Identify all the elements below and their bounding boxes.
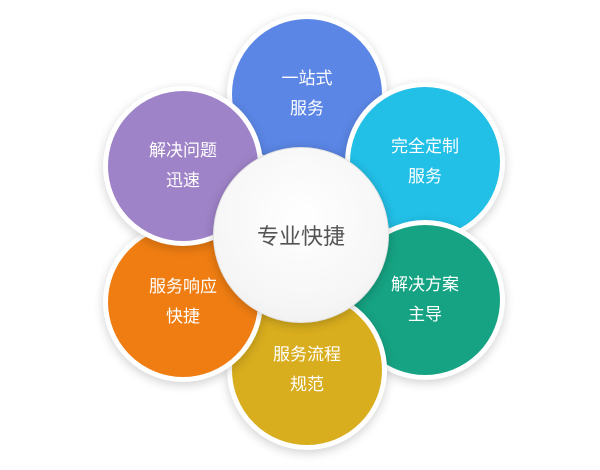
petal-line-1: 完全定制 <box>391 137 459 157</box>
petal-line-2: 主导 <box>408 305 442 325</box>
petal-line-1: 服务响应 <box>149 277 217 297</box>
petal-line-2: 迅速 <box>166 171 200 191</box>
petal-line-2: 服务 <box>408 167 442 187</box>
petal-line-2: 快捷 <box>166 307 200 327</box>
petal-line-1: 服务流程 <box>273 345 341 365</box>
center-label: 专业快捷 <box>256 225 345 250</box>
petal-line-1: 解决问题 <box>149 141 217 161</box>
petal-line-2: 规范 <box>290 375 324 395</box>
center-circle: 专业快捷 <box>213 147 389 323</box>
petal-line-2: 服务 <box>290 99 324 119</box>
petal-line-1: 解决方案 <box>391 275 459 295</box>
petal-line-1: 一站式 <box>281 69 333 89</box>
petal-standard-process: 服务流程 规范 <box>227 290 387 450</box>
